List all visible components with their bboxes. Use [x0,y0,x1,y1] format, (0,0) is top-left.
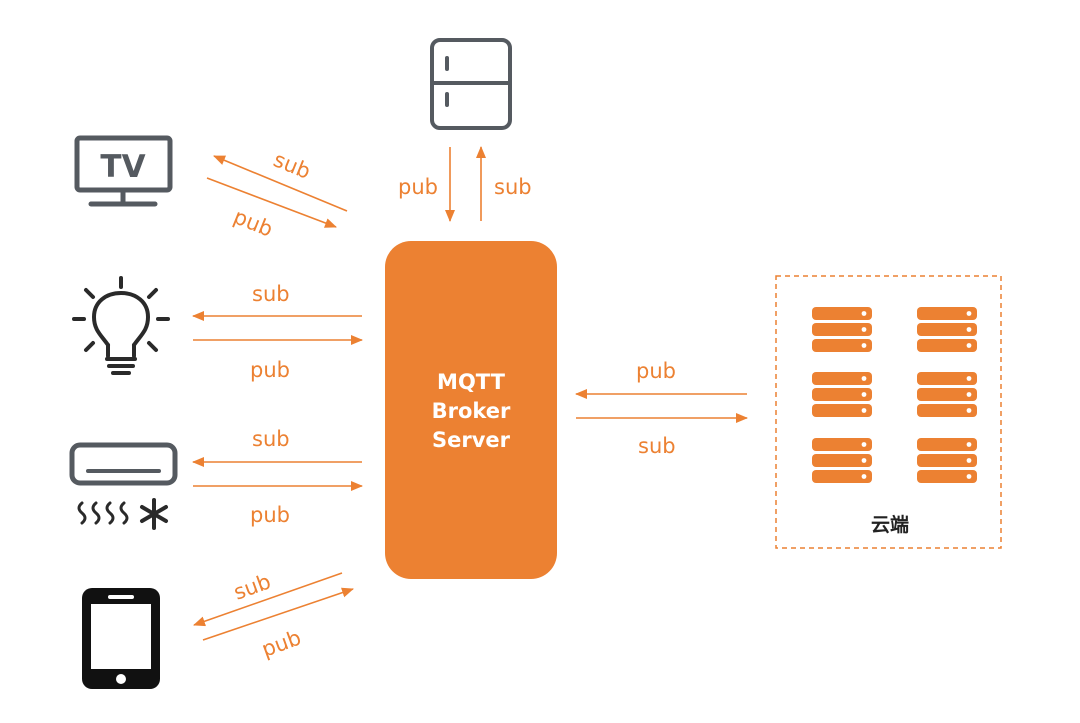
fridge-sub-label: sub [494,175,532,199]
server-icon [812,307,872,352]
air-conditioner-connection: sub pub [192,427,363,527]
broker-line-2: Broker [432,399,511,423]
cloud-pub-label: pub [636,359,676,383]
air-conditioner-icon [69,442,178,530]
broker-line-3: Server [432,428,511,452]
tv-icon: TV [74,135,173,207]
server-icon [917,372,977,417]
phone-connection: sub pub [193,569,354,662]
cloud-label: 云端 [871,513,909,536]
phone-pub-arrow [202,587,354,641]
server-icon [917,438,977,483]
ac-pub-label: pub [250,503,290,527]
lightbulb-connection: sub pub [192,282,363,382]
lightbulb-sub-label: sub [252,282,290,306]
server-icon [812,438,872,483]
tv-sub-arrow [213,155,348,212]
smartphone-icon [82,588,160,689]
cloud-server-cluster: 云端 [775,275,1002,549]
server-icon [917,307,977,352]
broker-line-1: MQTT [437,370,506,394]
phone-pub-label: pub [259,625,305,661]
tv-pub-arrow [206,177,337,228]
fridge-connection: pub sub [398,146,532,222]
server-icon [812,372,872,417]
fridge-icon [430,38,512,130]
cloud-sub-label: sub [638,434,676,458]
tv-sub-label: sub [270,147,314,183]
tv-connection: sub pub [206,147,348,242]
ac-sub-label: sub [252,427,290,451]
lightbulb-icon [72,276,170,375]
cloud-connection: pub sub [575,359,748,458]
lightbulb-pub-label: pub [250,358,290,382]
tv-icon-text: TV [100,149,145,185]
fridge-pub-label: pub [398,175,438,199]
mqtt-broker-server: MQTT Broker Server [385,241,557,579]
phone-sub-arrow [193,572,343,627]
tv-pub-label: pub [230,204,276,241]
